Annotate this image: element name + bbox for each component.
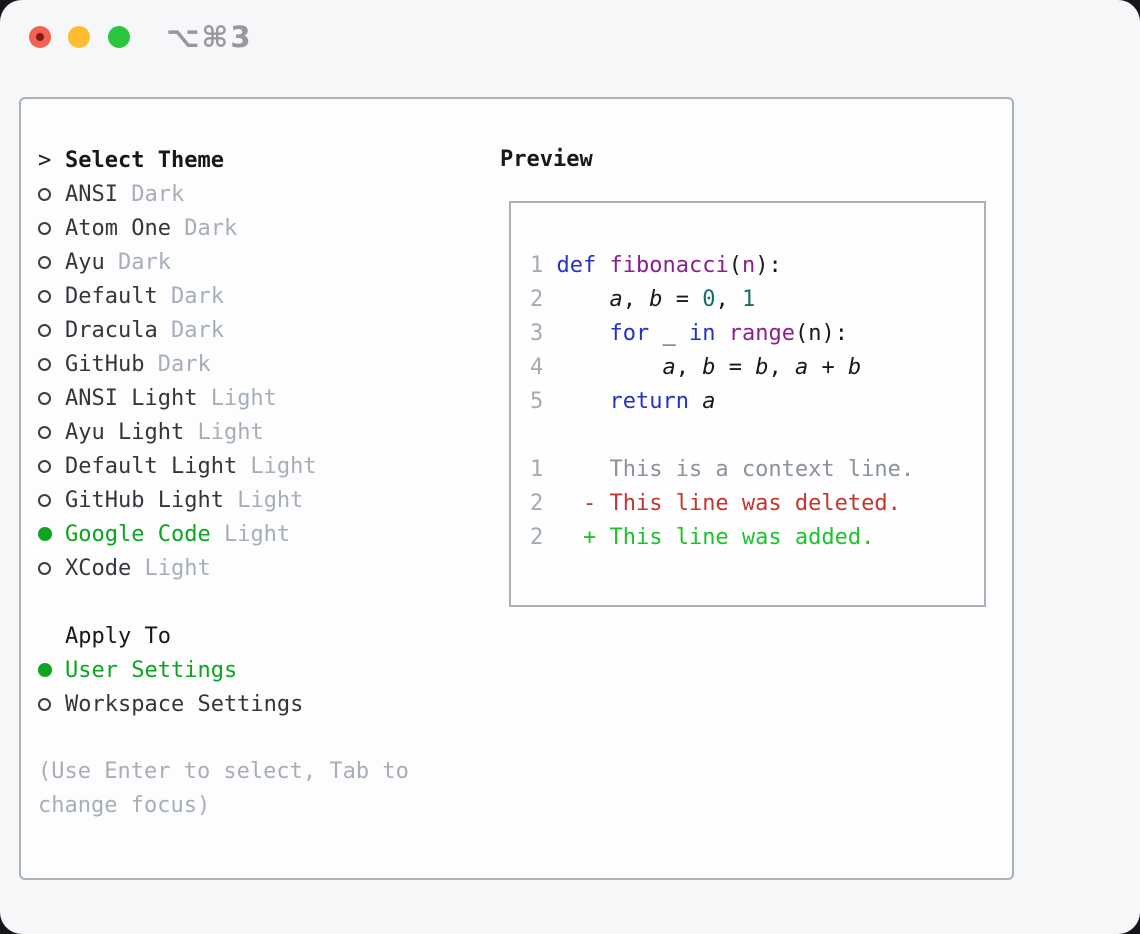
apply-to-option[interactable]: User Settings [21,653,491,687]
code-line: 3 for _ in range(n): [530,321,848,346]
radio-selected-icon [38,527,52,541]
theme-option[interactable]: XCode Light [21,551,491,585]
option-variant-label: Dark [144,351,211,377]
theme-option[interactable]: GitHub Dark [21,347,491,381]
theme-option[interactable]: Default Light Light [21,449,491,483]
theme-option[interactable]: Default Dark [21,279,491,313]
apply-to-label: Apply To [65,623,171,649]
radio-unselected-icon [38,357,51,371]
select-theme-label: Select Theme [65,147,224,173]
spacer [21,585,491,619]
option-label: ANSI Light [65,385,198,411]
theme-option[interactable]: Google Code Light [21,517,491,551]
diff-sample: 1 This is a context line. 2 - This line w… [530,453,984,555]
theme-option[interactable]: ANSI Light Light [21,381,491,415]
code-line: 4 a, b = b, a + b [530,355,862,380]
option-variant-label: Dark [157,283,224,309]
option-label: Ayu [65,249,105,275]
diff-line-deleted: 2 - This line was deleted. [530,491,901,516]
minimize-button-icon[interactable] [68,26,90,48]
option-variant-label: Light [223,487,304,513]
code-line: 5 return a [530,389,716,414]
theme-option[interactable]: Dracula Dark [21,313,491,347]
option-label: Ayu Light [65,419,185,445]
theme-option[interactable]: Ayu Dark [21,245,491,279]
radio-unselected-icon [38,255,51,269]
radio-unselected-icon [38,221,51,235]
apply-to-header: Apply To [21,619,491,653]
option-variant-label: Dark [157,317,224,343]
option-label: XCode [65,555,132,581]
option-variant-label: Dark [170,215,238,241]
option-label: Default [65,283,158,309]
option-variant-label: Light [197,385,277,411]
option-label: User Settings [65,657,238,683]
apply-to-option[interactable]: Workspace Settings [21,687,491,721]
cursor-icon: > [38,147,52,173]
option-variant-label: Dark [117,181,185,207]
option-label: GitHub Light [65,487,224,513]
theme-option[interactable]: Ayu Light Light [21,415,491,449]
code-line: 1 def fibonacci(n): [530,253,782,278]
option-label: GitHub [65,351,145,377]
diff-line-context: 1 This is a context line. [530,457,915,482]
radio-unselected-icon [38,425,51,439]
option-variant-label: Light [210,521,291,547]
select-theme-header: > Select Theme [21,143,491,177]
python-code-sample: 1 def fibonacci(n): 2 a, b = 0, 1 3 for _ … [530,249,984,419]
option-label: Atom One [65,215,171,241]
option-label: Default Light [65,453,238,479]
theme-option[interactable]: ANSI Dark [21,177,491,211]
preview-label: Preview [500,147,593,172]
titlebar: ⌥⌘3 [0,0,1140,74]
preview-pane: 1 def fibonacci(n): 2 a, b = 0, 1 3 for _ … [509,201,986,607]
spacer [21,721,491,755]
diff-line-added: 2 + This line was added. [530,525,875,550]
hint-line-1: (Use Enter to select, Tab to [38,759,409,784]
option-variant-label: Light [237,453,317,479]
radio-unselected-icon [38,561,51,575]
option-variant-label: Dark [104,249,171,275]
option-variant-label: Light [131,555,211,581]
radio-unselected-icon [38,697,51,711]
option-label: Dracula [65,317,158,343]
code-line: 2 a, b = 0, 1 [530,287,756,312]
radio-unselected-icon [38,289,51,303]
option-label: Workspace Settings [65,691,304,717]
option-label: Google Code [65,521,211,547]
theme-option[interactable]: GitHub Light Light [21,483,491,517]
hint-line-2: change focus) [38,793,211,818]
radio-unselected-icon [38,187,51,201]
maximize-button-icon[interactable] [108,26,130,48]
radio-unselected-icon [38,323,51,337]
radio-selected-icon [38,663,52,677]
theme-option[interactable]: Atom One Dark [21,211,491,245]
radio-unselected-icon [38,391,51,405]
blank-line [530,419,984,453]
option-label: ANSI [65,181,118,207]
option-variant-label: Light [184,419,264,445]
window-title-shortcut: ⌥⌘3 [166,20,253,54]
radio-unselected-icon [38,493,51,507]
close-button-icon[interactable] [29,26,51,48]
radio-unselected-icon [38,459,51,473]
